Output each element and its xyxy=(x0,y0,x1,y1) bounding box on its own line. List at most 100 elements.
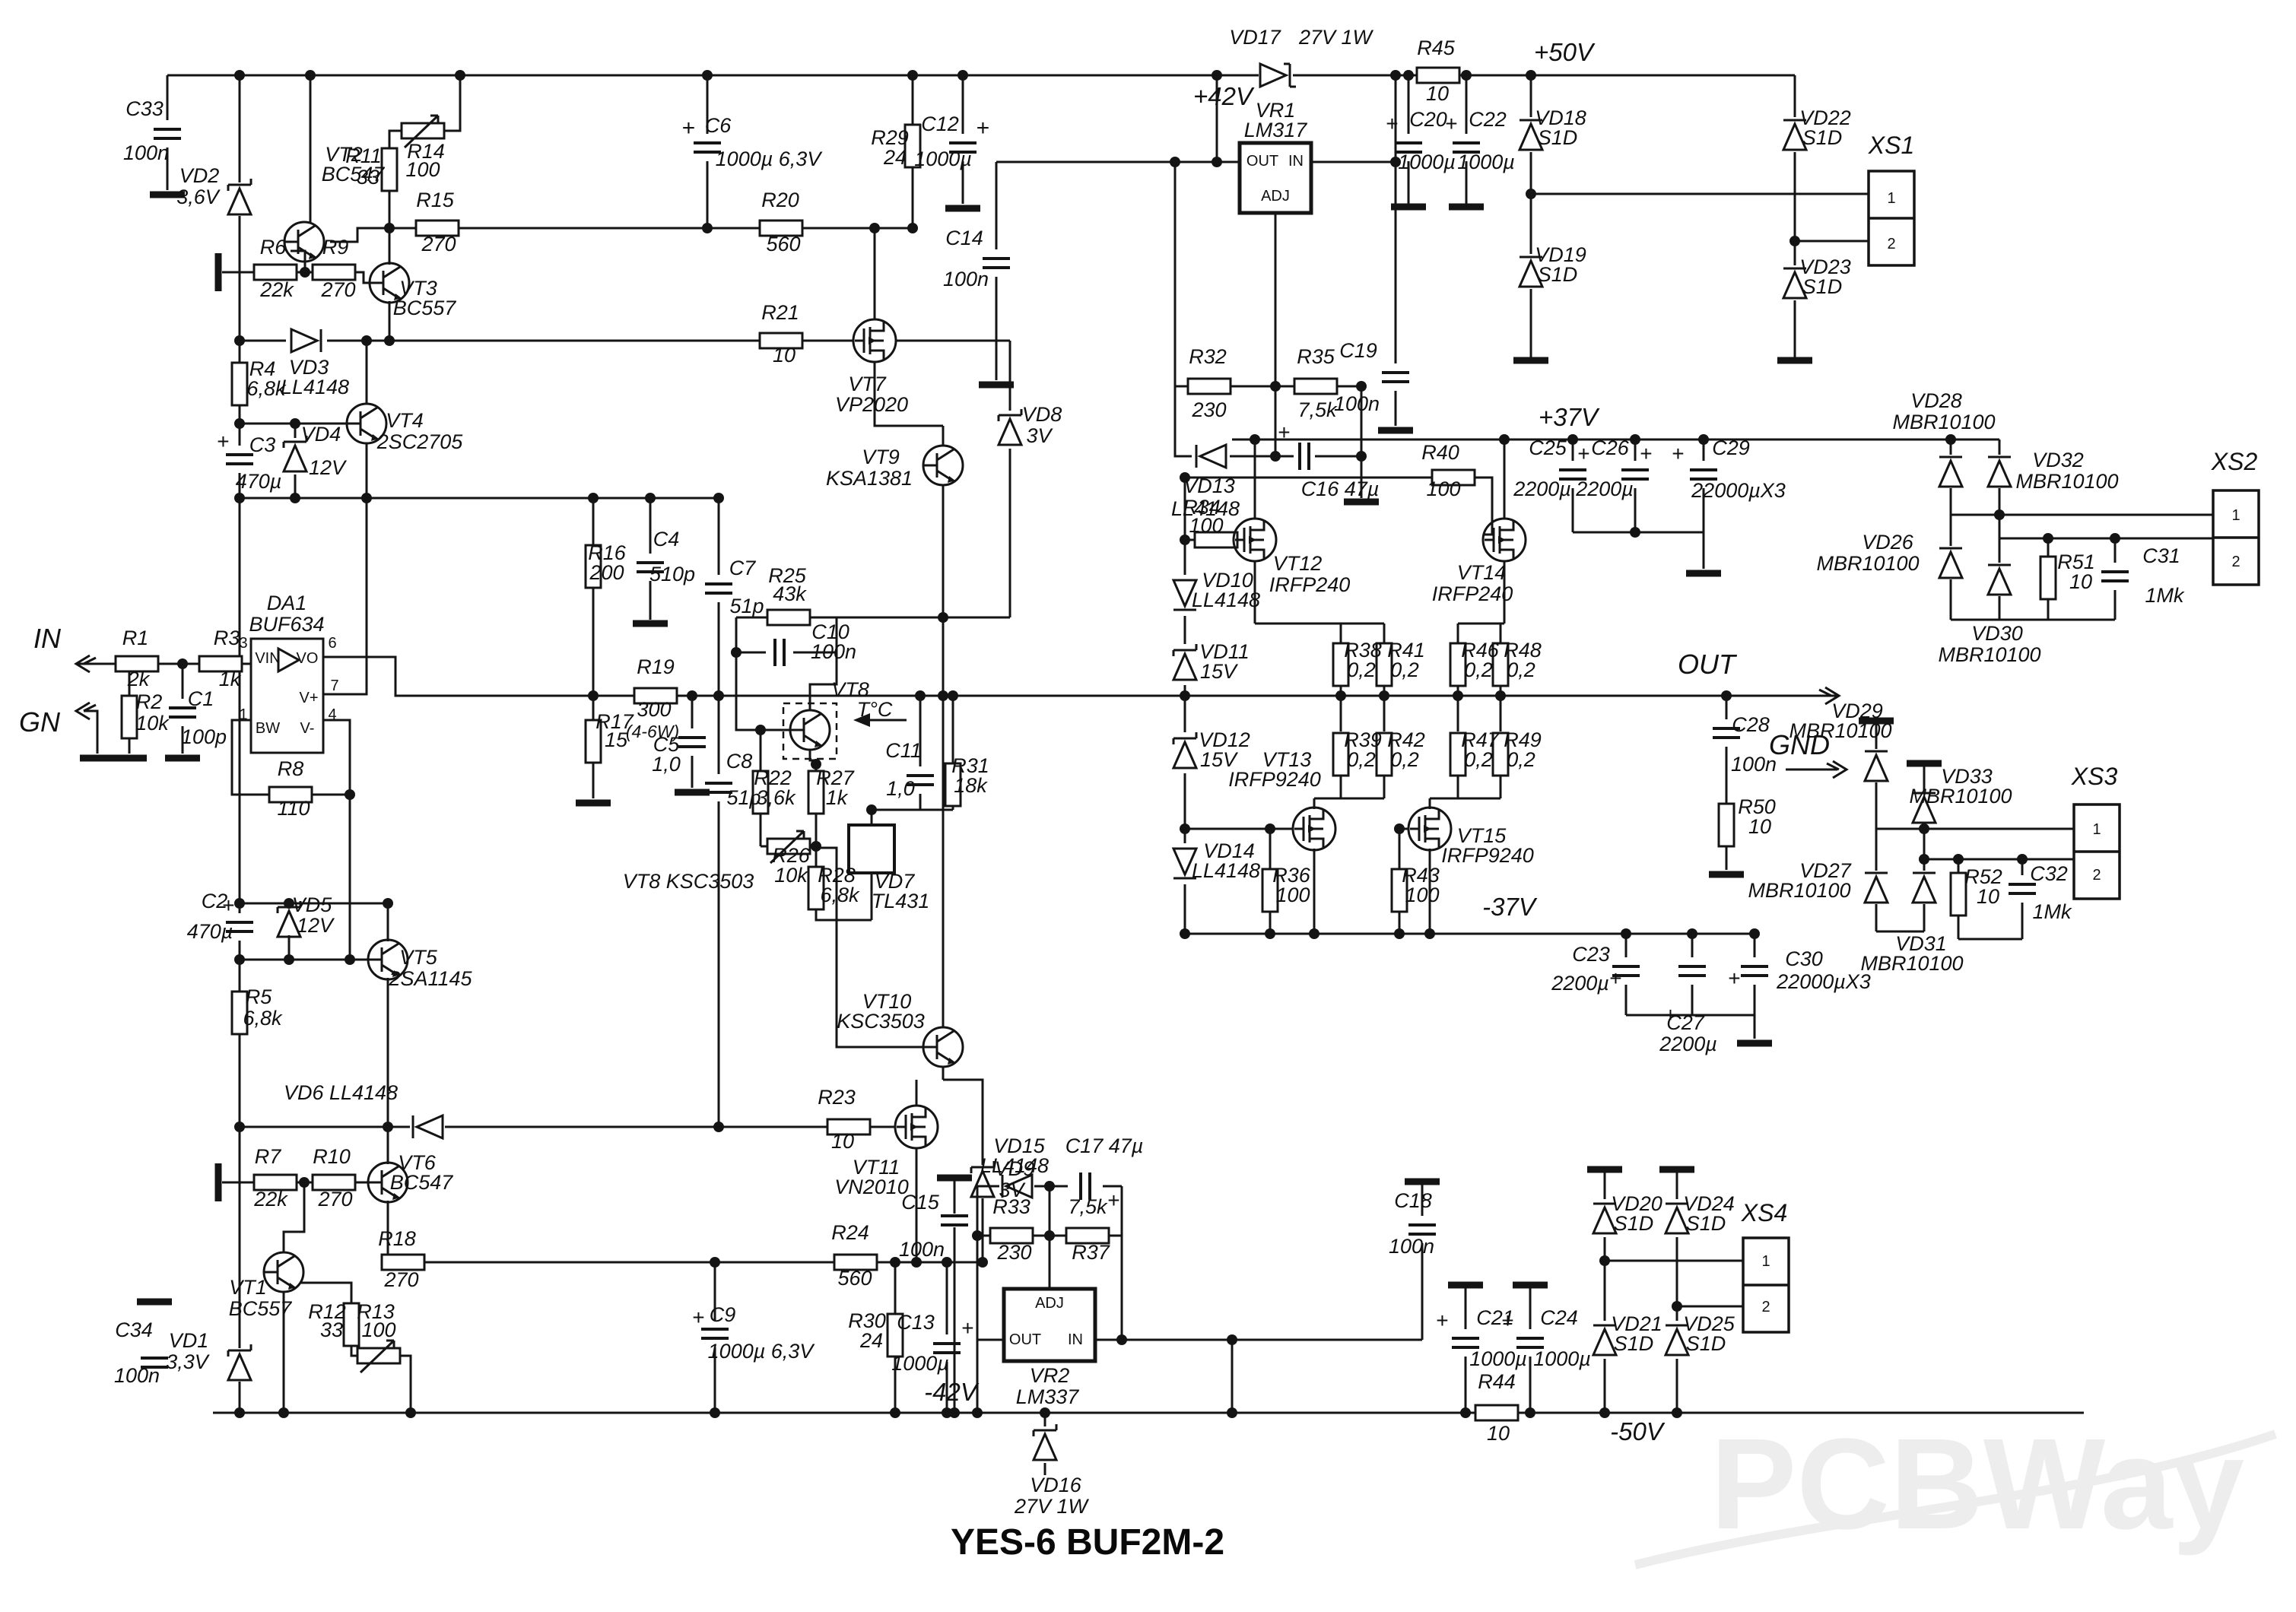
pin-label-VO: VO xyxy=(297,650,319,667)
pin-label-1: 1 xyxy=(2231,507,2240,524)
label-18k: 18k xyxy=(954,774,988,797)
label-BUF634: BUF634 xyxy=(249,613,324,636)
rail-label-GN: GN xyxy=(19,706,61,738)
label-3V: 3V xyxy=(1026,424,1053,447)
label-VD13: VD13 xyxy=(1183,474,1235,497)
resistor-symbol xyxy=(230,361,249,407)
label-10: 1,0 xyxy=(652,753,681,776)
label-VT3: VT3 xyxy=(399,277,437,300)
junction-dot xyxy=(713,493,724,503)
junction-dot xyxy=(1379,690,1389,701)
pin-label-4: 4 xyxy=(328,706,336,723)
label-2200: 2200µ xyxy=(1659,1033,1717,1055)
pin-label-VIN: VIN xyxy=(255,650,280,667)
label-R22: R22 xyxy=(754,766,792,789)
diode-symbol xyxy=(1517,119,1545,151)
resistor-symbol xyxy=(311,263,357,281)
label-MBR10100: MBR10100 xyxy=(1860,952,1963,975)
label-R39: R39 xyxy=(1344,728,1382,751)
transistor-internals xyxy=(790,712,821,747)
label-100n: 100n xyxy=(899,1238,945,1261)
label-C13: C13 xyxy=(897,1311,935,1334)
label-: + xyxy=(1728,966,1740,990)
label-: + xyxy=(1107,1188,1119,1212)
label-R35: R35 xyxy=(1297,345,1335,368)
label-C33: C33 xyxy=(125,97,164,120)
junction-dot xyxy=(1040,1407,1050,1418)
label-R8: R8 xyxy=(278,757,304,780)
label-XS2: XS2 xyxy=(2211,448,2258,475)
junction-dot xyxy=(977,1257,988,1268)
junction-dot xyxy=(1567,434,1578,445)
junction-dot xyxy=(384,335,395,346)
label-C34: C34 xyxy=(115,1318,153,1341)
label-43k: 43k xyxy=(773,582,807,605)
junction-dot xyxy=(2017,854,2028,865)
diode-symbol xyxy=(1937,455,1964,488)
junction-dot xyxy=(1180,535,1190,545)
capacitor-symbol xyxy=(226,453,253,465)
label-100: 100 xyxy=(1405,884,1439,906)
label-VD14: VD14 xyxy=(1203,839,1255,862)
mosfet-arrow xyxy=(1424,825,1431,833)
capacitor-symbol xyxy=(1408,1223,1436,1236)
pin-label-1: 1 xyxy=(239,706,247,723)
junction-dot xyxy=(177,658,188,669)
label-2k: 2k xyxy=(127,668,151,690)
label-VD28: VD28 xyxy=(1910,389,1962,412)
resistor-symbol xyxy=(1449,642,1467,687)
label-100063V: 1000µ 6,3V xyxy=(716,148,824,170)
transistor-arrow xyxy=(948,1058,955,1065)
label-R19: R19 xyxy=(637,655,675,678)
junction-dot xyxy=(1495,690,1506,701)
junction-dot xyxy=(1919,823,1929,834)
junction-dot xyxy=(702,70,713,81)
label-: + xyxy=(1386,112,1398,135)
label-36k: 3,6k xyxy=(756,786,796,809)
label-XS3: XS3 xyxy=(2071,763,2118,790)
capacitor-symbol xyxy=(1516,1337,1544,1349)
junction-dot xyxy=(907,70,918,81)
junction-dot xyxy=(1460,1407,1471,1418)
junction-dot xyxy=(345,789,355,800)
label-VD2: VD2 xyxy=(179,164,220,187)
capacitor-symbol xyxy=(1690,468,1717,481)
label-R14: R14 xyxy=(407,140,445,163)
label-S1D: S1D xyxy=(1686,1212,1726,1235)
label-: + xyxy=(681,116,695,141)
capacitor-symbol xyxy=(1612,965,1640,977)
label-1000: 1000µ xyxy=(914,148,972,170)
label-MBR10100: MBR10100 xyxy=(1938,643,2040,666)
diode-symbol xyxy=(1591,1324,1618,1357)
junction-dot xyxy=(907,223,918,233)
label-C15: C15 xyxy=(901,1191,940,1214)
junction-dot xyxy=(1698,434,1709,445)
label-LL4148: LL4148 xyxy=(1171,497,1240,520)
junction-dot xyxy=(1394,823,1405,834)
label-02: 0,2 xyxy=(1464,658,1493,681)
resistor-symbol xyxy=(766,608,811,627)
signal-arrow-icon xyxy=(1826,760,1849,779)
resistor-symbol xyxy=(807,865,825,911)
junction-dot xyxy=(1335,690,1346,701)
schematic-title: YES-6 BUF2M-2 xyxy=(951,1522,1224,1563)
label-: + xyxy=(1501,1309,1513,1332)
pin-label-2: 2 xyxy=(1761,1299,1770,1315)
junction-dot xyxy=(1116,1334,1127,1345)
label-1Mk: 1Mk xyxy=(2032,900,2072,923)
junction-dot xyxy=(2110,533,2120,544)
capacitor-symbol xyxy=(949,141,977,154)
label-02: 0,2 xyxy=(1507,658,1535,681)
resistor-symbol xyxy=(1449,731,1467,777)
resistor-symbol xyxy=(1415,66,1461,84)
junction-dot xyxy=(234,418,245,429)
label-VD23: VD23 xyxy=(1799,255,1851,278)
diode-symbol xyxy=(1171,579,1199,611)
label-R38: R38 xyxy=(1344,639,1382,662)
junction-dot xyxy=(710,1257,720,1268)
resistor-symbol xyxy=(120,694,138,740)
junction-dot xyxy=(949,1407,960,1418)
diode-symbol xyxy=(411,1113,444,1141)
junction-dot xyxy=(1044,1230,1055,1241)
capacitor-symbol xyxy=(169,706,196,719)
